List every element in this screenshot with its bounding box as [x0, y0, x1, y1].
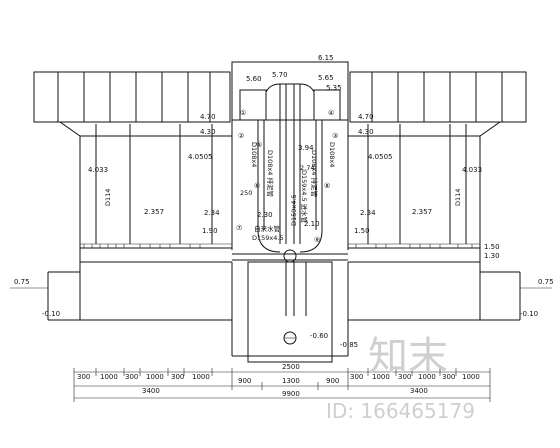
dimension-text: 300 1000 300 1000 300 1000 2500 300 1000…: [77, 363, 480, 398]
pipe-label-note-center: D159x4.5 进水管: [300, 170, 309, 224]
dim-r1-r2: 300: [398, 373, 411, 381]
elev-430-right: 4.30: [358, 128, 374, 136]
elev-40505-left: 4.0505: [188, 153, 213, 161]
dim-r1-r5: 1000: [462, 373, 480, 381]
sump-structure: [47, 261, 521, 363]
marker-6: ⑥: [254, 182, 260, 190]
dimension-lines: [73, 368, 491, 402]
marker-7: ⑦: [236, 224, 242, 232]
dim-r1-l1: 1000: [100, 373, 118, 381]
elev-075-left: 0.75: [14, 278, 30, 286]
elev-4033-left: 4.033: [88, 166, 108, 174]
elev-m085: -0.85: [340, 341, 358, 349]
dim-r1-c0: 2500: [282, 363, 300, 371]
elev-394: 3.94: [298, 144, 314, 152]
elev-m060: -0.60: [310, 332, 328, 340]
dim-r1-r0: 300: [350, 373, 363, 381]
elev-130: 1.30: [484, 252, 500, 260]
circled-markers: ① ② ③ ④ ⑤ ⑥ ⑦ ⑧ ⑨: [236, 109, 338, 244]
dim-r2-1: 900: [238, 377, 251, 385]
elev-m010-right: -0.10: [520, 310, 538, 318]
marker-1: ①: [240, 109, 246, 117]
dim-r2-4: 3400: [410, 387, 428, 395]
pipe-label-d108-left: D108x4: [250, 142, 258, 167]
elev-40505-right: 4.0505: [368, 153, 393, 161]
dim-r1-l5: 1000: [192, 373, 210, 381]
marker-2: ②: [238, 132, 244, 140]
dim-r2-3: 900: [326, 377, 339, 385]
watermark-id: ID: 166465179: [326, 399, 475, 423]
elev-234-left: 2.34: [204, 209, 220, 217]
pipe-label-250: 250: [240, 189, 252, 197]
marker-5: ⑤: [256, 141, 262, 149]
pipe-label-d159-right: D159x4.5: [290, 194, 298, 226]
watermark-logo-text: 知末: [368, 334, 448, 380]
elev-2357-right: 2.357: [412, 208, 432, 216]
dim-r1-r3: 1000: [418, 373, 436, 381]
dim-total: 9900: [282, 390, 300, 398]
top-wall-band: [33, 71, 527, 264]
pipe-label-d159-left: D159x4.5: [252, 234, 284, 242]
dim-r1-r1: 1000: [372, 373, 390, 381]
elev-top: 6.15: [318, 54, 334, 62]
right-compartments: [348, 124, 480, 263]
dim-r1-r4: 300: [442, 373, 455, 381]
marker-8: ⑧: [324, 182, 330, 190]
pipe-label-d108-right: D108x4: [328, 142, 336, 167]
marker-3: ③: [332, 132, 338, 140]
elev-535: 5.35: [326, 84, 342, 92]
elev-234-right: 2.34: [360, 209, 376, 217]
pipe-label-small-left: D114: [104, 189, 112, 206]
pipe-label-274: 2.74: [300, 164, 314, 172]
central-tower: [231, 61, 349, 250]
dim-r1-l3: 1000: [146, 373, 164, 381]
elev-150-right: 1.50: [484, 243, 500, 251]
elev-210: 2.10: [304, 220, 320, 228]
dim-r1-l4: 300: [171, 373, 184, 381]
left-compartments: [80, 124, 232, 263]
elev-2357-left: 2.357: [144, 208, 164, 216]
dim-r2-0: 3400: [142, 387, 160, 395]
pipe-label-note-left: D108x4 排泥管: [266, 150, 275, 197]
pipe-label-small-right: D114: [454, 189, 462, 206]
pipe-label-return: 自来水管: [254, 224, 281, 233]
elev-430-left: 4.30: [200, 128, 216, 136]
elev-m010-left: -0.10: [42, 310, 60, 318]
dim-r2-2: 1300: [282, 377, 300, 385]
elev-470-right: 4.70: [358, 113, 374, 121]
dim-r1-l2: 300: [125, 373, 138, 381]
elev-470-left: 4.70: [200, 113, 216, 121]
marker-4: ④: [328, 109, 334, 117]
elev-075-right: 0.75: [538, 278, 554, 286]
elev-190: 1.90: [202, 227, 218, 235]
dim-r1-l0: 300: [77, 373, 90, 381]
pipe-network: [232, 83, 348, 345]
elev-570: 5.70: [272, 71, 288, 79]
pipe-label-note-right: D108x4 排泥管: [310, 150, 319, 197]
watermark: 知末 ID: 166465179: [326, 334, 475, 423]
elev-565: 5.65: [318, 74, 334, 82]
elev-560: 5.60: [246, 75, 262, 83]
marker-9: ⑨: [314, 236, 320, 244]
pipe-labels: D108x4 D108x4 D108x4 排泥管 D108x4 排泥管 D159…: [104, 142, 462, 242]
elevation-labels: 6.15 5.70 5.60 5.65 5.35 4.70 4.70 4.30 …: [14, 54, 554, 349]
elev-150-inner: 1.50: [354, 227, 370, 235]
elev-230: 2.30: [257, 211, 273, 219]
elev-4033-right: 4.033: [462, 166, 482, 174]
